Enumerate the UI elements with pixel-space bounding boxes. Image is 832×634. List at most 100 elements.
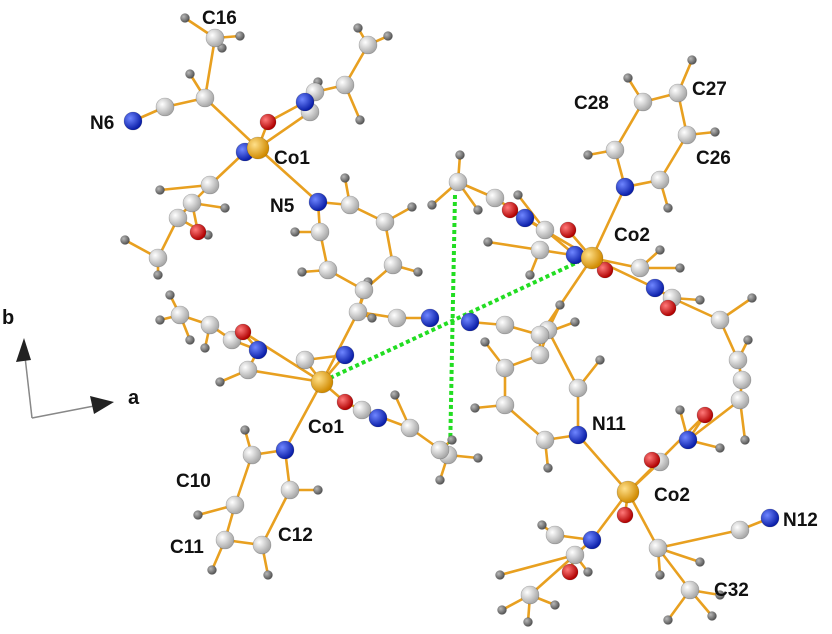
b-axis-arrow-icon <box>16 338 31 362</box>
atom-h_f4 <box>497 605 507 615</box>
atom-h_a3c <box>185 335 195 345</box>
atom-c_d3 <box>710 310 730 330</box>
atom-pa5 <box>318 260 338 280</box>
atom-c10 <box>242 445 262 465</box>
atom-c_q1 <box>195 88 215 108</box>
atom-c_a4 <box>238 360 258 380</box>
atom-h12 <box>263 570 273 580</box>
bond-co1a-c_q1 <box>203 96 260 150</box>
bond-c_q1-c16 <box>203 36 217 100</box>
atom-c_d5 <box>732 370 752 390</box>
atom-o3 <box>336 393 354 411</box>
atom-h_c2b <box>427 200 437 210</box>
bond-c_f1-c_f3 <box>528 553 577 597</box>
atom-c16 <box>205 28 225 48</box>
atom-c_c4 <box>530 240 550 260</box>
atom-o4 <box>501 201 519 219</box>
atom-h11b <box>193 510 203 520</box>
atom-h27b <box>710 127 720 137</box>
atom-n_f1 <box>582 530 602 550</box>
atom-h_b3 <box>390 390 400 400</box>
axis-indicator: b a <box>2 307 140 419</box>
label-c16: C16 <box>202 8 237 29</box>
atom-h_l4a <box>120 235 130 245</box>
axis-label-a: a <box>128 387 140 409</box>
atom-hpa2 <box>407 202 417 212</box>
atom-h_a3a <box>155 315 165 325</box>
atom-c10b <box>225 495 245 515</box>
atom-h_f7 <box>583 567 593 577</box>
atom-o5 <box>559 221 577 239</box>
bond-n_e1-c_e1 <box>686 398 742 442</box>
bond-c_q4-c_n12 <box>656 528 742 550</box>
atom-c26 <box>650 170 670 190</box>
a-axis-line <box>31 405 95 419</box>
atom-h26 <box>663 203 673 213</box>
atom-pd1 <box>535 430 555 450</box>
atom-c_n6 <box>155 97 175 117</box>
bond-co1b-o2 <box>241 330 324 384</box>
label-c26: C26 <box>696 148 731 169</box>
atom-c32 <box>680 580 700 600</box>
atom-c_l1 <box>200 175 220 195</box>
bond-co1b-c_a4 <box>246 368 324 384</box>
atom-h32b <box>707 611 717 621</box>
atom-c_b3 <box>400 418 420 438</box>
atom-c26b <box>677 125 697 145</box>
bond-c12-c12b <box>260 488 292 547</box>
atom-c_a3 <box>170 305 190 325</box>
atom-c_d2 <box>630 258 650 278</box>
atom-c_q3 <box>530 325 550 345</box>
atom-o10 <box>616 506 634 524</box>
atom-c12b <box>280 480 300 500</box>
atom-pa1 <box>340 195 360 215</box>
label-c28: C28 <box>574 93 609 114</box>
atom-n11 <box>568 425 588 445</box>
atom-o6 <box>596 261 614 279</box>
label-n5: N5 <box>270 196 295 217</box>
atom-c_a2 <box>200 315 220 335</box>
atom-h11 <box>207 565 217 575</box>
atom-h_l1 <box>155 185 165 195</box>
label-co2-top: Co2 <box>614 225 650 246</box>
atom-c_c2 <box>448 172 468 192</box>
atom-h_c2a <box>455 150 465 160</box>
atom-h_c6 <box>483 237 493 247</box>
atom-h28 <box>623 73 633 83</box>
atom-n6 <box>123 111 143 131</box>
atom-c11 <box>215 530 235 550</box>
atom-c_c3 <box>535 220 555 240</box>
atom-hpd2 <box>470 403 480 413</box>
atom-h_q5 <box>695 557 705 567</box>
atom-h_a3b <box>165 290 175 300</box>
atom-hpd3 <box>480 337 490 347</box>
atom-h_d2 <box>655 245 665 255</box>
atom-h32a <box>663 615 673 625</box>
contact-line-2 <box>329 260 579 380</box>
atom-h_d6 <box>743 335 753 345</box>
label-c12: C12 <box>278 525 313 546</box>
atom-h_b4b <box>473 453 483 463</box>
atom-co2b <box>616 480 640 504</box>
bond-co2a-n26 <box>590 185 627 260</box>
atom-c_e1 <box>730 390 750 410</box>
atom-co2a <box>580 246 604 270</box>
atom-n8 <box>460 312 480 332</box>
atom-n_c1 <box>515 208 535 228</box>
atom-c_f1 <box>565 545 585 565</box>
atom-h_l4b <box>153 270 163 280</box>
bond-co1a-n5 <box>256 146 320 204</box>
atom-h_e3 <box>715 443 725 453</box>
atom-c_f3 <box>520 585 540 605</box>
label-n11: N11 <box>592 414 626 435</box>
atom-h_u3a <box>353 23 363 33</box>
atom-pa2 <box>375 212 395 232</box>
atom-c_n8 <box>495 315 515 335</box>
atom-c_n12 <box>730 520 750 540</box>
atom-hq1 <box>185 69 195 79</box>
atom-co1a <box>246 136 270 160</box>
atom-c_f2 <box>545 525 565 545</box>
atom-h_q3 <box>570 317 580 327</box>
atom-c12 <box>252 535 272 555</box>
